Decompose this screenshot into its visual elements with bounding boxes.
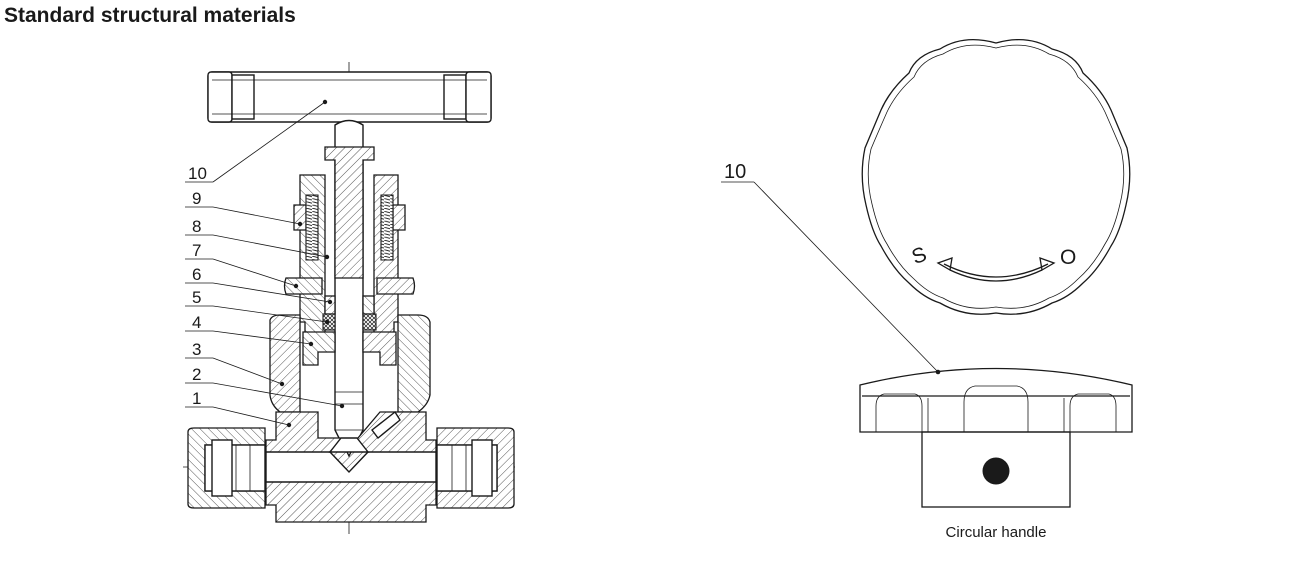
part-label-6: 6 xyxy=(192,265,201,284)
part-label-10: 10 xyxy=(188,164,207,183)
shut-mark: S xyxy=(909,243,930,269)
handle-part-label-10: 10 xyxy=(724,161,746,183)
part-label-2: 2 xyxy=(192,365,201,384)
needle-valve-cross-section: 10 9 8 7 6 5 4 3 2 1 xyxy=(183,62,516,535)
page-title: Standard structural materials xyxy=(4,4,296,27)
part-label-8: 8 xyxy=(192,217,201,236)
panel-nut xyxy=(283,277,416,295)
valve-body xyxy=(265,410,437,523)
part-label-1: 1 xyxy=(192,389,201,408)
right-fitting xyxy=(436,427,515,509)
part-label-5: 5 xyxy=(192,288,201,307)
circular-handle-top-view: S O xyxy=(861,38,1131,315)
part-label-9: 9 xyxy=(192,189,201,208)
left-fitting xyxy=(187,427,266,509)
packing xyxy=(322,295,377,331)
circular-handle-side-view xyxy=(859,367,1133,508)
part-label-4: 4 xyxy=(192,313,201,332)
handle-caption: Circular handle xyxy=(946,524,1047,541)
open-mark: O xyxy=(1060,246,1076,269)
part-leaders xyxy=(185,99,345,428)
rotation-arrow-icon xyxy=(936,257,1056,282)
t-handle xyxy=(207,71,492,123)
part-label-3: 3 xyxy=(192,340,201,359)
part-label-7: 7 xyxy=(192,241,201,260)
handle-leader xyxy=(721,181,939,373)
hub-hole xyxy=(982,457,1010,485)
gland xyxy=(302,331,397,366)
